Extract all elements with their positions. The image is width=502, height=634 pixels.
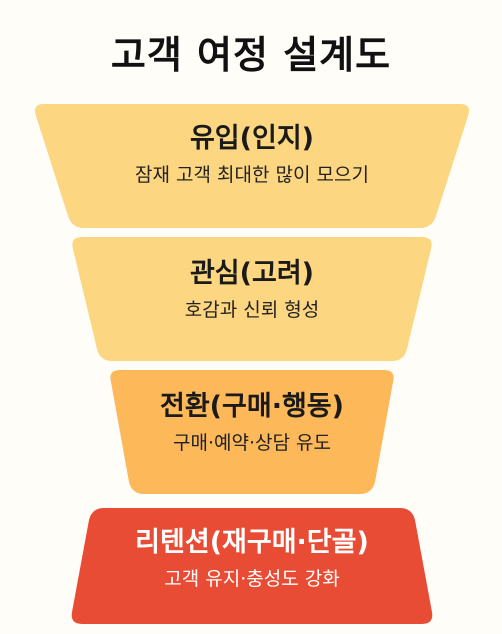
stage-background xyxy=(110,370,394,494)
stage-title: 관심(고려) xyxy=(189,258,315,289)
stage-title: 전환(구매·행동) xyxy=(160,391,344,422)
stage-subtitle: 고객 유지·충성도 강화 xyxy=(164,568,340,590)
stage-subtitle: 구매·예약·상담 유도 xyxy=(173,432,331,454)
stage-subtitle: 호감과 신뢰 형성 xyxy=(184,299,320,321)
stage-background xyxy=(71,508,433,624)
stage-shape xyxy=(72,237,432,361)
stage-background xyxy=(35,104,469,228)
stage-title: 리텐션(재구매·단골) xyxy=(135,527,369,558)
funnel-stage-conversion: 전환(구매·행동) 구매·예약·상담 유도 xyxy=(108,370,396,494)
funnel-stage-retention: 리텐션(재구매·단골) 고객 유지·충성도 강화 xyxy=(70,508,434,624)
funnel-stage-consideration: 관심(고려) 호감과 신뢰 형성 xyxy=(70,237,434,361)
funnel-stage-awareness: 유입(인지) 잠재 고객 최대한 많이 모으기 xyxy=(32,104,472,228)
page-title: 고객 여정 설계도 xyxy=(110,33,392,77)
stage-shape xyxy=(71,508,433,624)
stage-shape xyxy=(35,104,469,228)
stage-background xyxy=(72,237,432,361)
stage-shape xyxy=(110,370,394,494)
stage-subtitle: 잠재 고객 최대한 많이 모으기 xyxy=(135,164,369,186)
stage-title: 유입(인지) xyxy=(189,123,315,154)
